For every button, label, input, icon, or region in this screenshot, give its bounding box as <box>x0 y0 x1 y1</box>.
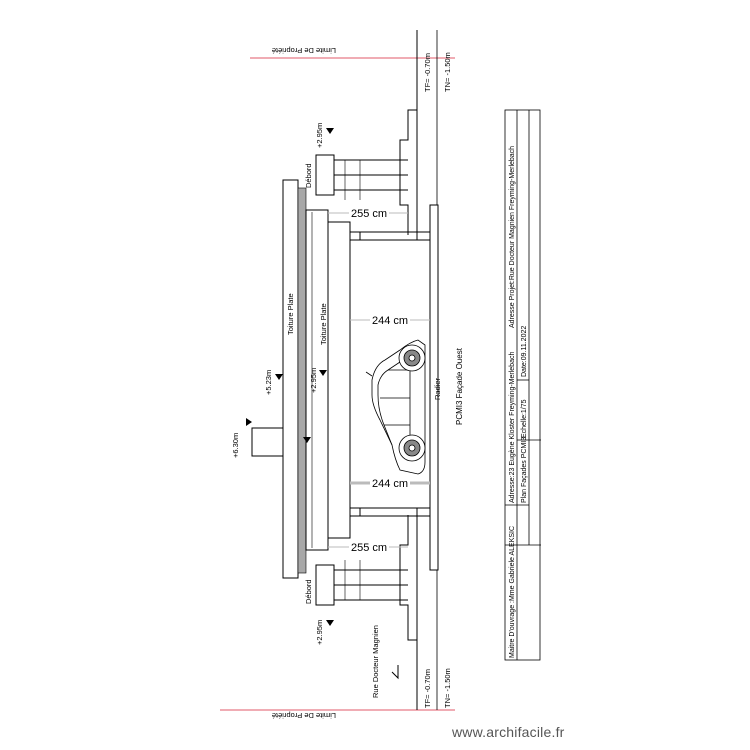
garage-roof-block <box>327 221 351 539</box>
dim-label-bg-255-bottom <box>349 540 389 552</box>
elev-295-marker-mid <box>319 370 327 376</box>
property-limit-label-bottom: Limite De Propriété <box>272 711 336 720</box>
elev-295-marker-top <box>326 128 334 134</box>
roof-slab-1-fill <box>297 187 307 574</box>
elev-523-label: +5.23m <box>264 370 273 395</box>
terrain-steps-bottom <box>399 515 418 710</box>
elev-295-label-top: +2.95m <box>315 123 324 148</box>
tn-label-bottom: TN= -1.50m <box>443 668 452 708</box>
title-block-date: Date:09.11.2022 <box>521 326 528 377</box>
elev-295-label-mid: +2.95m <box>309 368 318 393</box>
tf-label-bottom: TF= -0.70m <box>423 669 432 708</box>
elev-295-label-bottom: +2.95m <box>315 620 324 645</box>
elev-630-marker <box>246 418 252 426</box>
parapet-block <box>251 427 284 457</box>
dim-label-bg-244-top <box>370 313 410 325</box>
roof-label-1: Toiture Plate <box>286 293 295 335</box>
debord-label-top: Débord <box>304 163 313 188</box>
title-block-project-address: Adresse Projet:Rue Docteur Magnien Freym… <box>509 146 516 328</box>
title-block-plan: Plan Façades PCMI3 <box>521 437 528 503</box>
dim-label-255-bottom: 255 cm <box>351 542 387 554</box>
roof-slab-1 <box>282 179 299 579</box>
debord-block-bottom <box>315 564 335 606</box>
elev-295-marker-mid-2 <box>303 437 311 443</box>
elev-630-label: +6.30m <box>231 433 240 458</box>
street-label: Rue Docteur Magnien <box>371 625 380 698</box>
radiator-label: Radier <box>433 377 442 400</box>
radiator-slab <box>429 204 439 571</box>
dim-label-244-top: 244 cm <box>372 315 408 327</box>
elev-295-marker-bottom <box>326 620 334 626</box>
title-block <box>504 109 541 661</box>
dim-label-255-top: 255 cm <box>351 208 387 220</box>
title-block-scale: Echelle:1/75 <box>521 399 528 438</box>
car-illustration <box>365 339 426 475</box>
dim-label-244-bottom: 244 cm <box>372 478 408 490</box>
street-arrow <box>391 665 399 680</box>
title-block-owner: Maitre D'ouvrage :Mme Gabriele ALEKSIC <box>509 526 516 658</box>
tn-label-top: TN= -1.50m <box>443 52 452 92</box>
title-block-address: Adresse:23 Eugène Kloster Freyming-Merle… <box>509 352 516 503</box>
roof-label-2: Toiture Plate <box>319 303 328 345</box>
view-title: PCMI3 Façade Ouest <box>455 347 464 425</box>
property-limit-label-top: Limite De Propriété <box>272 46 336 55</box>
debord-label-bottom: Débord <box>304 579 313 604</box>
elev-523-marker <box>275 374 283 380</box>
debord-block-top <box>315 154 335 196</box>
dim-label-bg-255-top <box>349 206 389 218</box>
terrain-steps-top <box>399 58 418 235</box>
dim-label-bg-244-bottom <box>370 476 410 488</box>
watermark: www.archifacile.fr <box>452 724 565 740</box>
tf-label-top: TF= -0.70m <box>423 53 432 92</box>
